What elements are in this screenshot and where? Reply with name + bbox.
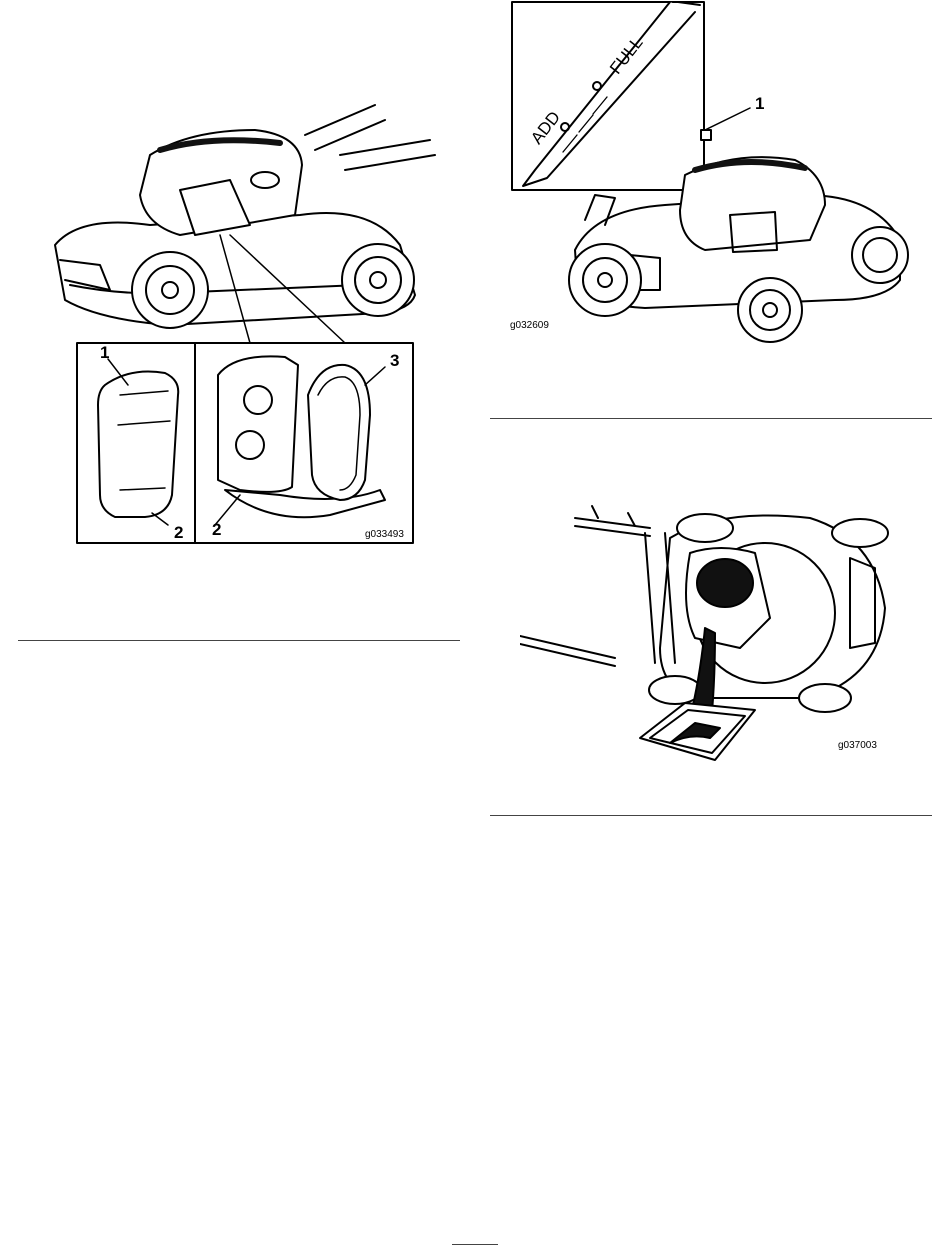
footer-rule [452,1244,498,1245]
callout-1: 1 [755,94,764,114]
oil-drain-illustration [520,498,910,768]
section-divider-left [18,640,460,641]
section-divider-right-1 [490,418,932,419]
air-filter-illustration [40,95,460,550]
callout-1: 1 [100,343,109,363]
figure-oil-drain: g037003 [520,498,910,768]
callout-2a: 2 [174,523,183,543]
section-divider-right-2 [490,815,932,816]
callout-3: 3 [390,351,399,371]
figure-air-filter: 1 2 2 3 g033493 [40,95,460,550]
figure-code: g037003 [838,740,877,751]
dipstick-illustration [505,0,920,345]
figure-dipstick: ADD FULL 1 g032609 [505,0,920,345]
figure-code: g033493 [365,529,404,540]
callout-2b: 2 [212,520,221,540]
figure-code: g032609 [510,320,549,331]
